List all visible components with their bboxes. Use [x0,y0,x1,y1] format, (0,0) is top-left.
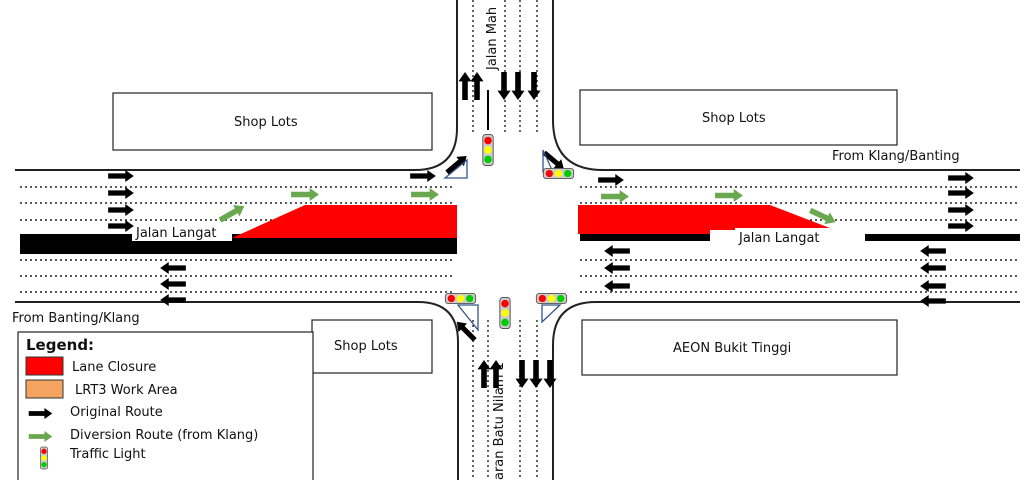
svg-text:Shop Lots: Shop Lots [702,111,766,126]
building-shop-lots-nw: Shop Lots [112,92,433,151]
road-label-left: Jalan Langat [135,226,217,241]
from-banting-klang-label: From Banting/Klang [12,311,140,326]
original-route-arrows [108,72,974,388]
road-label-bottom: aran Batu Nilam 1 [492,362,507,480]
road-edge-nw [15,0,458,171]
svg-text:Shop Lots: Shop Lots [334,339,398,354]
legend-original-route: Original Route [70,405,163,420]
road-label-top: Jalan Mah [485,7,500,71]
lane-closure-swatch [25,356,64,376]
legend-title: Legend: [26,336,94,354]
median-right-b [865,234,1020,241]
traffic-light-icon [40,446,48,470]
svg-text:Shop Lots: Shop Lots [234,115,298,130]
road-edge-se [552,301,1020,480]
building-aeon-bukit-tinggi: AEON Bukit Tinggi [581,319,898,376]
median-left [20,234,457,254]
building-shop-lots-ne: Shop Lots [579,89,898,146]
legend-diversion-route: Diversion Route (from Klang) [70,428,258,443]
legend-traffic-light: Traffic Light [69,447,146,462]
legend: Legend: Lane Closure LRT3 Work Area Orig… [17,331,314,480]
lane-closure-left [232,205,457,238]
from-klang-banting-label: From Klang/Banting [832,149,960,164]
road-edge-ne [552,0,1020,171]
svg-text:AEON Bukit Tinggi: AEON Bukit Tinggi [673,341,791,356]
median-right-a [580,234,710,241]
legend-lane-closure: Lane Closure [72,360,156,375]
legend-work-area: LRT3 Work Area [75,383,178,398]
lane-closure-right [578,205,835,234]
work-area-swatch [25,379,64,399]
road-label-right: Jalan Langat [738,231,820,246]
road-edge-sw [15,301,459,480]
building-shop-lots-sw: Shop Lots [311,319,433,374]
